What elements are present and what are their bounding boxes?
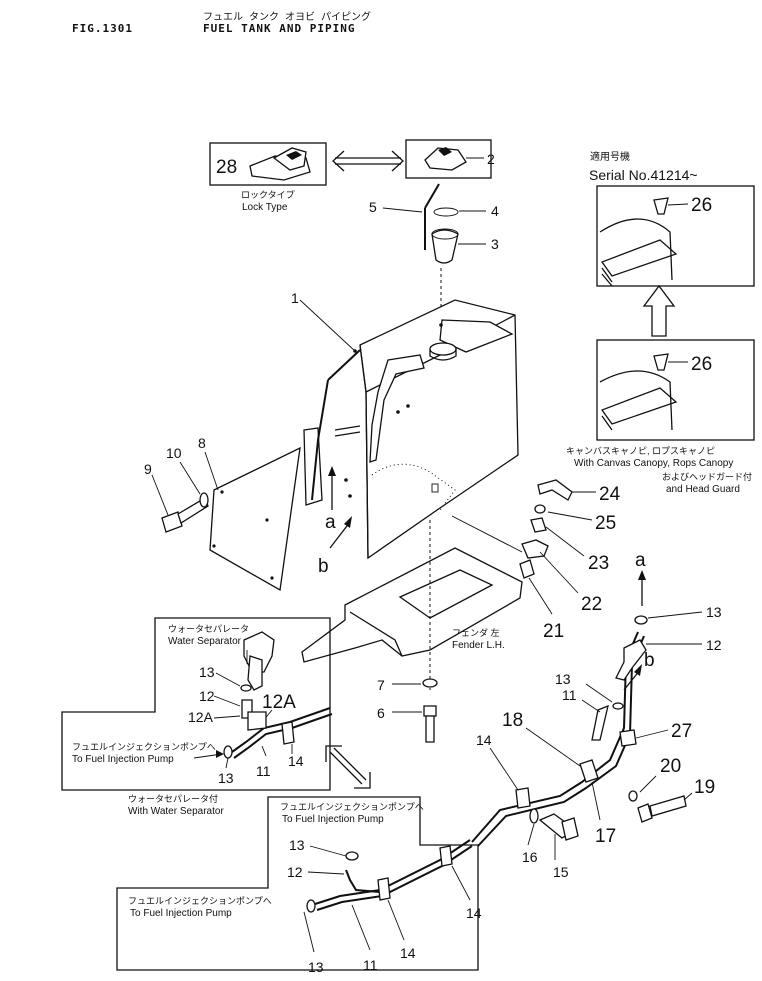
callout-26-new: 26 (691, 195, 712, 216)
to-pump-caption-jp-1: フュエルインジェクションポンプへ (72, 742, 216, 752)
alternate-arrow (325, 745, 371, 789)
marker-b-tank: b (318, 556, 329, 577)
canopy-panel-new: 26 (596, 185, 755, 287)
marker-b-line: b (644, 650, 655, 671)
callout-13-std-top: 13 (289, 837, 305, 853)
callout-14-sep: 14 (288, 753, 304, 769)
callout-12-sep: 12 (199, 688, 215, 704)
callout-4: 4 (491, 203, 499, 219)
callout-13-std-bottom: 13 (308, 959, 324, 975)
water-separator-caption-jp: ウォータセパレータ (168, 624, 249, 634)
head-guard-caption: and Head Guard (666, 484, 740, 495)
callout-18: 18 (502, 710, 523, 731)
with-water-separator-caption-jp: ウォータセパレータ付 (128, 794, 218, 804)
to-pump-caption-3: To Fuel Injection Pump (130, 908, 232, 919)
callout-26-old: 26 (691, 354, 712, 375)
cover-plate: 8 (198, 435, 301, 592)
callout-23: 23 (588, 553, 609, 574)
callout-2: 2 (487, 151, 495, 167)
tank-fittings: 24 25 23 22 21 (451, 479, 621, 642)
tank-connection-markers: a b (318, 466, 352, 577)
to-pump-caption-jp-2: フュエルインジェクションポンプへ (280, 802, 424, 812)
callout-12-std: 12 (287, 864, 303, 880)
main-fuel-line: 14 18 17 16 15 11 13 27 20 19 12 13 (471, 550, 722, 880)
callout-11-std: 11 (363, 957, 378, 973)
callout-19: 19 (694, 777, 715, 798)
callout-7: 7 (377, 677, 385, 693)
serial-applicability: 適用号機 Serial No.41214~ 26 26 キャンバスキャノピ, ロ… (566, 150, 755, 495)
callout-11-main: 11 (562, 687, 577, 703)
interchange-arrow (332, 150, 404, 172)
water-separator-inset: ウォータセパレータ Water Separator 13 12 12A 12A … (61, 617, 333, 791)
callout-12a-sep: 12A (262, 692, 296, 713)
to-pump-caption-jp-3: フュエルインジェクションポンプへ (128, 896, 272, 906)
callout-1: 1 (291, 290, 299, 306)
lock-type-caption-jp: ロックタイプ (241, 190, 295, 200)
head-guard-caption-jp: およびヘッドガード付 (662, 472, 752, 482)
lock-type-caption: Lock Type (242, 202, 288, 213)
serial-number: Serial No.41214~ (589, 167, 698, 183)
callout-10: 10 (166, 445, 182, 461)
bolt-and-washer: 9 10 (144, 445, 209, 533)
callout-25: 25 (595, 513, 616, 534)
to-pump-caption-1: To Fuel Injection Pump (72, 754, 174, 765)
canopy-panel-old: 26 (596, 339, 755, 441)
figure-title: FUEL TANK AND PIPING (203, 22, 356, 35)
callout-13-sep-top: 13 (199, 664, 215, 680)
callout-12-main: 12 (706, 637, 722, 653)
callout-24: 24 (599, 484, 621, 505)
callout-3: 3 (491, 236, 499, 252)
fender: フェンダ 左 Fender L.H. (301, 520, 523, 690)
callout-13-main-top: 13 (706, 604, 722, 620)
callout-21: 21 (543, 621, 564, 642)
lock-cap-icon (249, 147, 311, 181)
callout-16: 16 (522, 849, 538, 865)
filler-parts: 5 4 3 (369, 183, 499, 322)
fuel-cap-icon (424, 147, 467, 171)
callout-14-main: 14 (476, 732, 492, 748)
callout-27: 27 (671, 721, 692, 742)
fender-caption: Fender L.H. (452, 640, 505, 651)
figure-title-jp: フュエル タンク オヨビ パイピング (203, 12, 372, 23)
serial-label-jp: 適用号機 (590, 150, 630, 163)
marker-a-tank: a (325, 512, 336, 533)
fender-bolt: 7 6 (377, 677, 438, 743)
callout-6: 6 (377, 705, 385, 721)
upgrade-arrow (642, 284, 676, 337)
callout-13-sep-bottom: 13 (218, 770, 234, 786)
callout-11-sep: 11 (256, 763, 271, 779)
figure-number: FIG.1301 (72, 22, 133, 35)
callout-14-std-right: 14 (466, 905, 482, 921)
callout-12a-sep-left: 12A (188, 709, 214, 725)
water-separator-caption: Water Separator (168, 636, 242, 647)
canopy-caption-jp: キャンバスキャノピ, ロプスキャノピ (566, 446, 715, 456)
callout-17: 17 (595, 826, 616, 847)
callout-13-main-mid: 13 (555, 671, 571, 687)
callout-14-std: 14 (400, 945, 416, 961)
with-water-separator-caption: With Water Separator (128, 806, 224, 817)
callout-15: 15 (553, 864, 569, 880)
callout-20: 20 (660, 756, 681, 777)
canopy-caption: With Canvas Canopy, Rops Canopy (574, 458, 733, 469)
fender-caption-jp: フェンダ 左 (452, 627, 500, 638)
fuel-tank: 1 (291, 290, 519, 560)
callout-8: 8 (198, 435, 206, 451)
callout-5: 5 (369, 199, 377, 215)
lock-type-cap-box: 28 ロックタイプ Lock Type (209, 142, 327, 213)
to-pump-caption-2: To Fuel Injection Pump (282, 814, 384, 825)
callout-9: 9 (144, 461, 152, 477)
marker-a-line: a (635, 550, 646, 571)
callout-28: 28 (216, 157, 237, 178)
callout-22: 22 (581, 594, 602, 615)
standard-cap-box: 2 (405, 139, 495, 179)
standard-piping-inset: フュエルインジェクションポンプへ To Fuel Injection Pump … (116, 796, 482, 975)
